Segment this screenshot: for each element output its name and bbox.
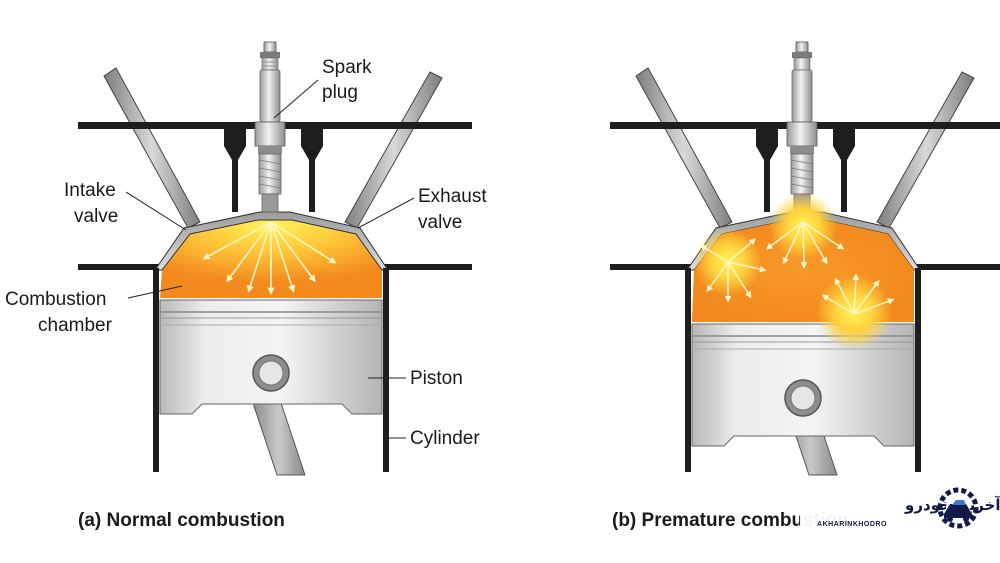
watermark-name-en: AKHARINKHODRO xyxy=(817,521,887,528)
caption-premature: (b) Premature combustion xyxy=(612,510,848,531)
engine-normal xyxy=(77,41,473,476)
svg-text:Exhaust: Exhaust xyxy=(418,186,487,207)
label-cylinder: Cylinder xyxy=(388,428,480,449)
svg-text:chamber: chamber xyxy=(38,315,113,336)
engine-premature xyxy=(610,41,1000,476)
svg-text:Cylinder: Cylinder xyxy=(410,428,480,449)
car-gear-logo-icon xyxy=(937,487,979,529)
label-intake-valve: Intake valve xyxy=(64,180,187,231)
svg-text:Combustion: Combustion xyxy=(5,289,106,310)
watermark: آخرین خودرو AKHARINKHODRO xyxy=(800,487,1000,536)
label-spark-plug: Spark plug xyxy=(273,57,372,119)
caption-normal: (a) Normal combustion xyxy=(78,510,285,531)
label-exhaust-valve: Exhaust valve xyxy=(357,186,487,233)
svg-text:Intake: Intake xyxy=(64,180,116,201)
svg-text:plug: plug xyxy=(322,82,358,103)
svg-text:valve: valve xyxy=(74,206,118,227)
flame-arrows-normal xyxy=(202,221,337,295)
svg-text:valve: valve xyxy=(418,212,462,233)
label-piston: Piston xyxy=(368,368,463,389)
svg-text:Spark: Spark xyxy=(322,57,372,78)
label-combustion-chamber: Combustion chamber xyxy=(5,285,183,336)
svg-text:Piston: Piston xyxy=(410,368,463,389)
